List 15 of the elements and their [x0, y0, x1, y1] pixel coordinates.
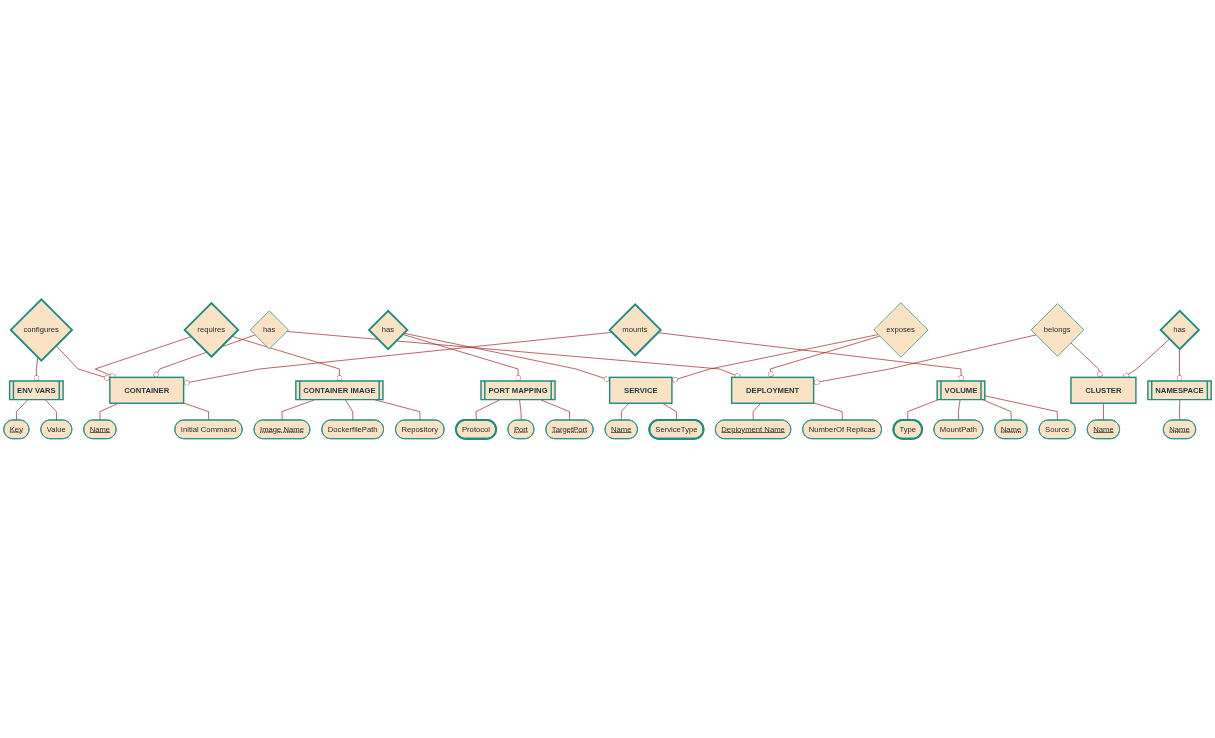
connector [620, 402, 630, 421]
connector [1179, 399, 1181, 421]
connector [519, 399, 522, 421]
connector [982, 399, 1012, 421]
connector [16, 399, 29, 421]
connector [813, 402, 843, 421]
connector [345, 399, 354, 421]
connector [45, 399, 57, 421]
connector [1103, 402, 1104, 421]
connector [183, 402, 210, 421]
connector [984, 395, 1058, 421]
connector [752, 402, 762, 421]
connector [958, 399, 961, 421]
connector [662, 402, 677, 421]
connector [907, 399, 939, 421]
